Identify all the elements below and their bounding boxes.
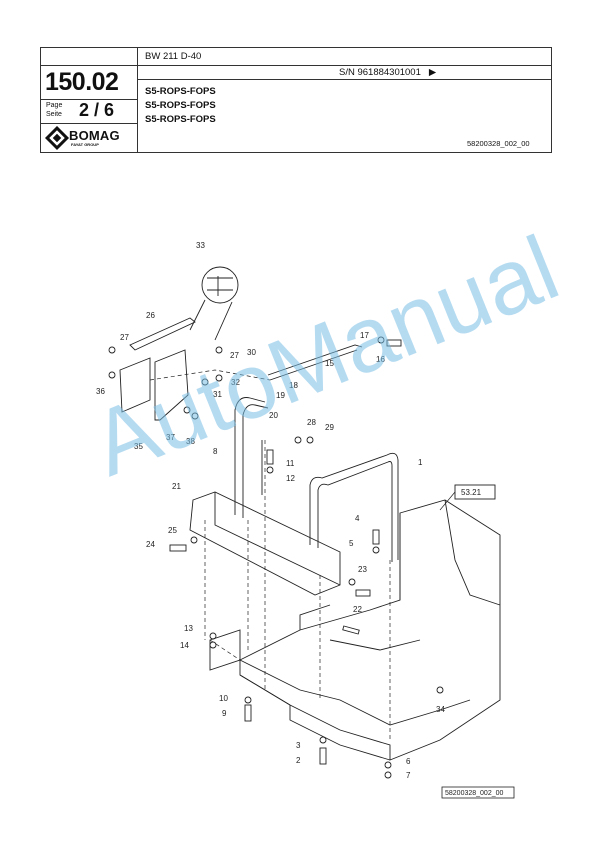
callout: 18 xyxy=(289,381,298,390)
callout: 24 xyxy=(146,540,155,549)
header-left-column: 150.02 Page Seite 2 / 6 BOMAG FAYAT GROU… xyxy=(41,48,138,152)
callout: 10 xyxy=(219,694,228,703)
callout: 1 xyxy=(418,458,423,467)
callout: 36 xyxy=(96,387,105,396)
logo-name: BOMAG xyxy=(69,128,120,143)
callout: 28 xyxy=(307,418,316,427)
page-number: 2 / 6 xyxy=(79,100,115,120)
title-line-1: S5-ROPS-FOPS xyxy=(145,86,216,97)
callout: 25 xyxy=(168,526,177,535)
callout: 9 xyxy=(222,709,227,718)
page-label: Page Seite xyxy=(46,101,62,119)
callout: 11 xyxy=(286,459,295,468)
callout: 20 xyxy=(269,411,278,420)
callout: 31 xyxy=(213,390,222,399)
callout: 22 xyxy=(353,605,362,614)
callout: 38 xyxy=(186,437,195,446)
serial-arrow-icon: ▶ xyxy=(428,67,437,78)
section-code: 150.02 xyxy=(45,68,119,96)
callout: 26 xyxy=(146,311,155,320)
section-code-cell: 150.02 xyxy=(41,65,137,100)
callout: 15 xyxy=(325,359,334,368)
callout: 6 xyxy=(406,757,411,766)
callout: 8 xyxy=(213,447,218,456)
page-label-en: Page xyxy=(46,102,63,109)
model-name: BW 211 D-40 xyxy=(145,51,202,62)
callout: 33 xyxy=(196,241,205,250)
callout: 17 xyxy=(360,331,369,340)
callout: 27 xyxy=(230,351,239,360)
callout: 30 xyxy=(247,348,256,357)
callout: 27 xyxy=(120,333,129,342)
callout: 13 xyxy=(184,624,193,633)
callout: 21 xyxy=(172,482,181,491)
header-divider xyxy=(137,79,551,80)
header-divider xyxy=(137,65,551,66)
callout: 12 xyxy=(286,474,295,483)
logo-subtitle: FAYAT GROUP xyxy=(71,142,99,147)
callout: 7 xyxy=(406,771,411,780)
ref-box-label: 53.21 xyxy=(461,488,482,497)
callout: 14 xyxy=(180,641,189,650)
title-line-2: S5-ROPS-FOPS xyxy=(145,100,216,111)
page-label-de: Seite xyxy=(46,111,62,118)
callout: 37 xyxy=(166,433,175,442)
callout: 35 xyxy=(134,442,143,451)
bomag-logo: BOMAG FAYAT GROUP xyxy=(41,124,137,152)
callout-labels: 33 26 27 30 27 36 31 32 17 16 15 18 19 2… xyxy=(96,241,445,780)
callout: 4 xyxy=(355,514,360,523)
footer-ref-label: 58200328_002_00 xyxy=(445,790,504,797)
callout: 32 xyxy=(231,378,240,387)
title-line-3: S5-ROPS-FOPS xyxy=(145,114,216,125)
callout: 5 xyxy=(349,539,354,548)
callout: 34 xyxy=(436,705,445,714)
callout: 16 xyxy=(376,355,385,364)
callout: 2 xyxy=(296,756,301,765)
footer-ref-box xyxy=(441,786,515,799)
bomag-logo-icon xyxy=(45,126,70,151)
header-block: 150.02 Page Seite 2 / 6 BOMAG FAYAT GROU… xyxy=(40,47,552,153)
callout: 3 xyxy=(296,741,301,750)
serial-number: S/N 961884301001 ▶ xyxy=(339,67,436,78)
callout: 19 xyxy=(276,391,285,400)
callout: 29 xyxy=(325,423,334,432)
callout: 23 xyxy=(358,565,367,574)
page-cell: Page Seite 2 / 6 xyxy=(41,98,137,124)
drawing-reference: 58200328_002_00 xyxy=(467,139,530,148)
serial-text: S/N 961884301001 xyxy=(339,67,421,78)
